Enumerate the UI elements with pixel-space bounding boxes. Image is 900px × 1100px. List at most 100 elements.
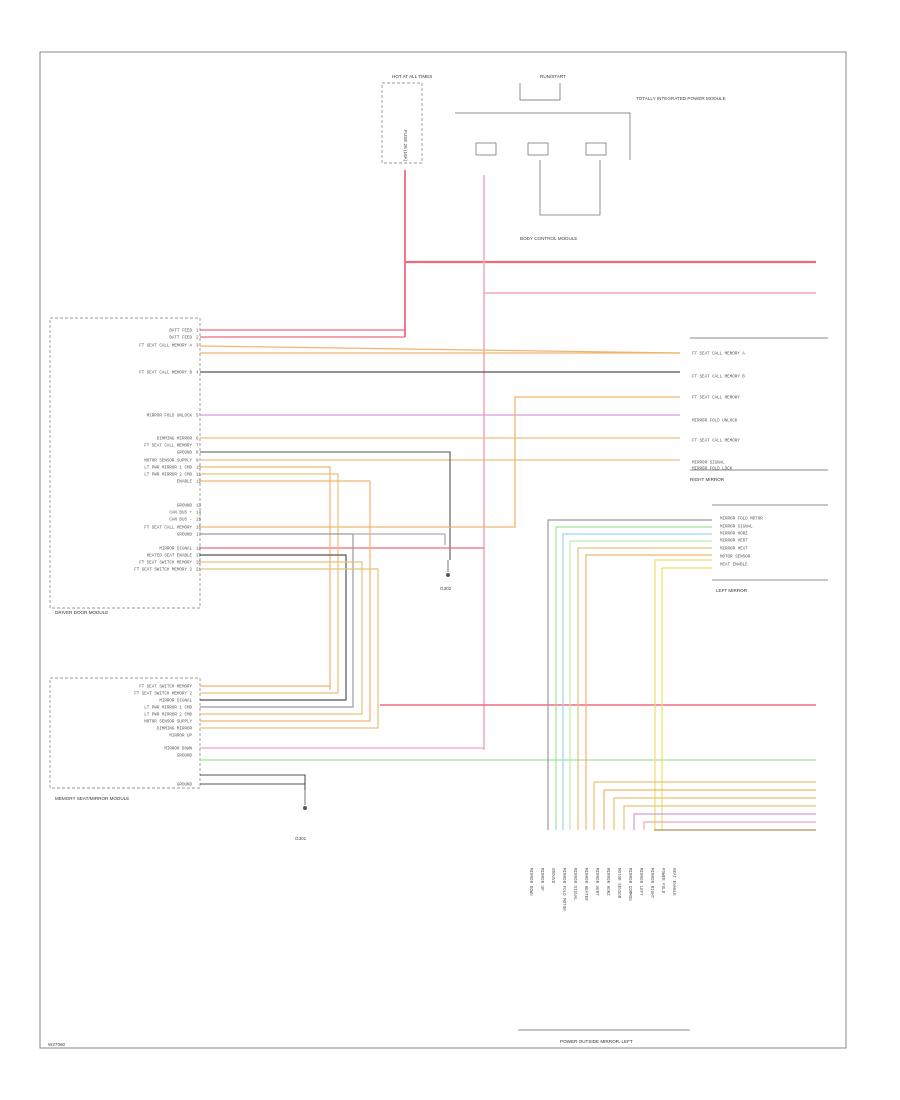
dd-pin-label: FT SEAT CALL MEMORY B [139,372,192,376]
svg-text:FUSE 26 (10A): FUSE 26 (10A) [403,130,408,162]
dd-pin-label: DIMMING MIRROR [157,438,193,442]
wire-memory-link [200,690,354,708]
ms-pin-label: MOTOR SENSOR SUPPLY [144,721,192,725]
ms-pin-label: LT PWR MIRROR 1 CMD [144,707,192,711]
bottom-pin-label: MIRROR HEATER [583,868,587,901]
dd-pin-number: 18 [196,548,202,552]
dd-pin-label: FT SEAT SWITCH MEMORY [139,562,192,566]
wire-ground-2 [200,774,306,790]
bottom-pin-label: MOTOR SENSOR [616,868,620,899]
bottom-pin-label: MIRROR HORZ [605,868,609,896]
power-wires [404,160,816,750]
svg-text:MEMORY SEAT/MIRROR MODULE: MEMORY SEAT/MIRROR MODULE [55,796,129,801]
bottom-pin-label: MIRROR VERT [594,868,598,896]
wire-memory-link [200,690,339,694]
dd-pin-label: GROUND [177,534,193,538]
wire-vertical [200,568,379,690]
wire-bottom-feed [593,781,816,830]
ms-pin-label: MIRROR DOWN [164,748,192,752]
wire-vertical [200,480,371,690]
ground-symbol-1: G302 [440,560,452,591]
svg-text:TOTALLY INTEGRATED POWER MODUL: TOTALLY INTEGRATED POWER MODULE [636,96,726,101]
wire-left-mirror [547,519,712,830]
dd-pin-number: 14 [196,512,202,516]
ms-pin-label: LT PWR MIRROR 2 CMD [144,714,192,718]
dd-pin-label: MIRROR SIGNAL [159,548,192,552]
wire-bottom-feed [633,813,816,830]
wire-ground [200,533,446,545]
wire-left-mirror [661,567,712,830]
ms-pin-label: FT SEAT SWITCH MEMORY 2 [134,693,192,697]
dd-pin-label: FT SEAT SWITCH MEMORY 2 [134,569,192,573]
rm-pin-label: FT SEAT CALL MEMORY A [692,353,745,357]
svg-text:DRIVER DOOR MODULE: DRIVER DOOR MODULE [55,610,108,615]
ms-pin-label: MIRROR SIGNAL [159,700,192,704]
dd-pin-number: 17 [196,534,202,538]
wire-left-mirror [585,554,712,830]
dd-pin-number: 8 [196,452,199,456]
ms-pin-label: DIMMING MIRROR [157,728,193,732]
lm-pin-label: MIRROR SIGNAL [720,526,753,530]
bottom-pin-label: MIRROR COMMON [627,868,631,901]
dd-pin-number: 20 [196,562,202,566]
dd-pin-number: 16 [196,527,202,531]
wire-bcm-link [539,160,601,216]
dd-pin-number: 13 [196,505,202,509]
bottom-pin-label: MIRROR LEFT [638,868,642,896]
right-mirror-connector: RIGHT MIRROR FT SEAT CALL MEMORY AFT SEA… [690,337,828,482]
rm-pin-label: FT SEAT CALL MEMORY B [692,376,745,380]
dd-pin-label: BATT FEED [169,337,192,341]
wire-vertical [200,533,354,690]
wire-bottom-feed [643,821,816,830]
wire-vertical [200,554,347,690]
wire-mirror-fold [200,396,680,528]
ms-pin-label: MIRROR UP [169,735,192,739]
dd-pin-label: ENABLE [177,481,193,485]
bottom-pin-label: HEAT ENABLE [671,868,675,896]
bottom-pin-label: POWER FOLD [660,868,664,894]
dd-pin-number: 6 [196,438,199,442]
svg-text:LEFT MIRROR: LEFT MIRROR [716,588,748,593]
wire-bottom-feed [613,797,816,830]
memory-seat-module: MEMORY SEAT/MIRROR MODULE FT SEAT SWITCH… [49,677,201,801]
dd-pin-label: CAN BUS - [169,519,192,523]
wire-memory-link [200,690,347,701]
dd-pin-number: 1 [196,330,199,334]
dd-pin-label: FT SEAT CALL MEMORY [144,527,192,531]
dd-pin-label: FT SEAT CALL MEMORY [144,445,192,449]
dd-pin-number: 12 [196,481,202,485]
rm-pin-label: MIRROR FOLD LOCK [692,468,733,472]
dd-pin-number: 5 [196,415,199,419]
dd-pin-label: CAN BUS + [169,512,192,516]
rm-pin-label: FT SEAT CALL MEMORY [692,397,740,401]
lm-pin-label: MIRROR VERT [720,540,748,544]
wire-memory-link [200,690,379,729]
dd-pin-number: 4 [196,372,199,376]
dd-pin-label: MIRROR FOLD UNLOCK [147,415,193,419]
wire-vertical [200,473,339,690]
bottom-pin-label: MIRROR UP [539,868,543,891]
dd-pin-number: 11 [196,474,202,478]
svg-text:BODY CONTROL MODULE: BODY CONTROL MODULE [520,236,577,241]
diagram-frame [39,51,847,1049]
rm-pin-label: FT SEAT CALL MEMORY [692,440,740,444]
wire-memory-link [200,690,363,715]
wire-layer [199,329,816,831]
dd-pin-number: 19 [196,555,202,559]
dd-pin-number: 21 [196,569,202,573]
dd-pin-number: 7 [196,445,199,449]
ms-pin-label: GROUND [177,784,193,788]
lm-pin-label: MIRROR HEAT [720,548,748,552]
wire-left-mirror [555,526,712,830]
fuse-block: HOT AT ALL TIMES FUSE 26 (10A) RUN/START… [381,74,726,241]
dd-pin-number: 2 [196,337,199,341]
ms-pin-label: GROUND [177,755,193,759]
bottom-pin-label: GROUND [550,868,554,884]
dd-pin-number: 15 [196,519,202,523]
dd-pin-label: LT PWR MIRROR 1 CMD [144,467,192,471]
dd-pin-label: HEATED SEAT ENABLE [147,555,193,559]
lm-pin-label: HEAT ENABLE [720,564,748,568]
